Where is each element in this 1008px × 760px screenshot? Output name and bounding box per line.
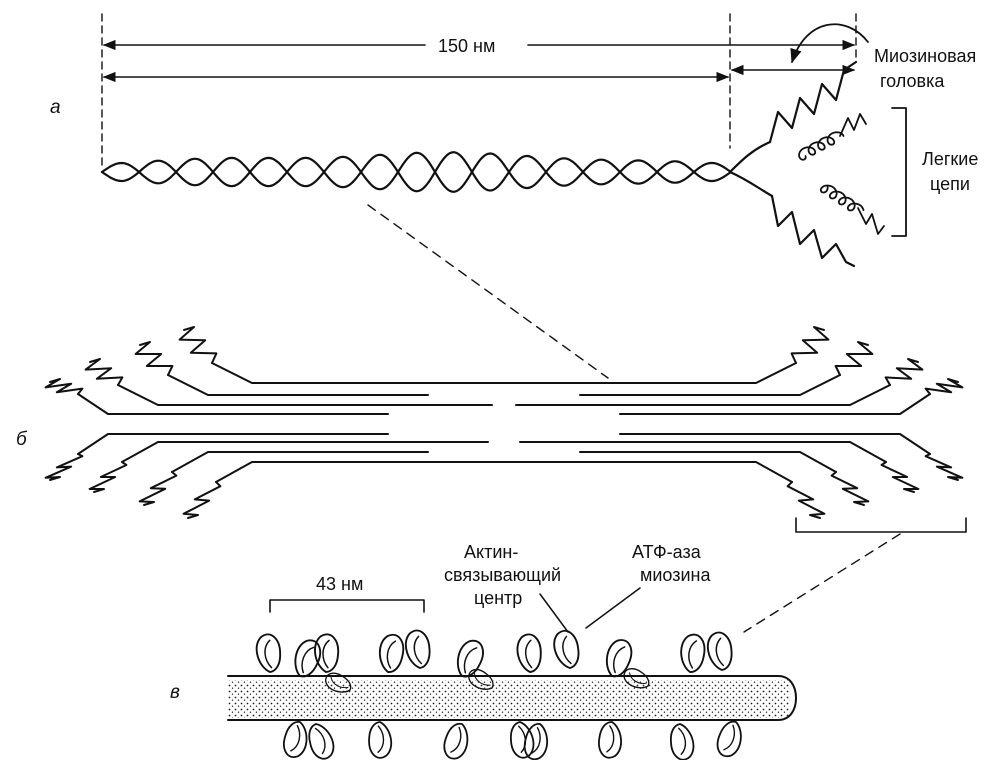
label-43nm: 43 нм — [316, 574, 363, 594]
light-chain-tail-upper — [839, 113, 867, 137]
myosin-head-bead — [680, 633, 706, 673]
myosin-head-bead — [669, 723, 695, 760]
zoom-connector-b-c — [743, 533, 901, 633]
myosin-head-bead — [598, 721, 622, 759]
filament-rod-0 — [461, 362, 797, 384]
filament-rod-13 — [121, 441, 489, 463]
label-light-chains-2: цепи — [930, 174, 970, 194]
label-light-chains-1: Легкие — [922, 149, 978, 169]
myosin-head-bead — [404, 629, 431, 669]
head-neck-upper — [728, 140, 772, 174]
zoom-connector-a-b — [367, 204, 609, 379]
myosin-head-bead — [706, 631, 733, 671]
filament-head-13 — [88, 461, 128, 493]
myosin-head-upper — [768, 60, 858, 144]
myosin-head-bead — [456, 639, 484, 678]
filament-head-12 — [44, 453, 84, 481]
filament-head-14 — [138, 471, 178, 506]
filament-rod-4 — [619, 433, 931, 455]
myosin-head-bead — [325, 672, 352, 693]
panel-b: б — [16, 326, 967, 633]
filament-rod-9 — [167, 374, 429, 396]
filament-head-9 — [134, 341, 174, 376]
myosin-heads — [255, 629, 742, 760]
myosin-head-bead — [716, 720, 742, 758]
filament-head-11 — [44, 378, 84, 395]
myosin-head-bead — [308, 723, 335, 760]
filament-rod-12 — [77, 433, 389, 455]
myosin-head-lower — [770, 194, 856, 268]
myosin-head-bead — [468, 668, 494, 690]
label-atpase-2: миозина — [640, 565, 711, 585]
filament-head-8 — [178, 326, 218, 364]
myosin-head-bead — [255, 633, 282, 673]
label-atpase-1: АТФ-аза — [632, 542, 702, 562]
label-actin-binding-3: центр — [474, 588, 522, 608]
thick-filament — [44, 326, 964, 519]
myosin-head-bead — [523, 723, 549, 760]
light-chain-tail-lower — [857, 207, 885, 235]
filament-shaft-outline — [227, 675, 797, 721]
pointer-atpase — [585, 587, 641, 629]
filament-rod-7 — [461, 461, 793, 483]
filament-head-15 — [182, 481, 222, 519]
label-actin-binding-2: связывающий — [444, 565, 561, 585]
light-chains-bracket — [891, 107, 907, 237]
myosin-head-bead — [605, 639, 633, 678]
filament-rod-10 — [117, 384, 493, 406]
filament-rod-2 — [515, 384, 891, 406]
filament-head-5 — [880, 461, 920, 493]
myosin-head-bead — [283, 720, 308, 758]
panel-label-b: б — [16, 429, 28, 450]
filament-head-2 — [884, 358, 924, 386]
filament-rod-11 — [77, 393, 389, 415]
myosin-head-bead — [553, 629, 580, 669]
myosin-head-bead — [378, 633, 405, 673]
filament-head-4 — [924, 453, 964, 481]
filament-head-0 — [790, 326, 830, 364]
label-myosin-head-1: Миозиновая — [874, 46, 976, 66]
myosin-head-pointer — [790, 23, 869, 64]
light-chain-coil-upper — [798, 131, 845, 161]
label-myosin-head-2: головка — [880, 71, 945, 91]
label-actin-binding-1: Актин- — [464, 542, 518, 562]
filament-head-1 — [834, 341, 874, 376]
myosin-head-bead — [314, 633, 340, 673]
filament-head-6 — [830, 471, 870, 506]
filament-shaft-texture — [228, 680, 790, 718]
filament-head-7 — [786, 481, 826, 519]
panel-c: в 43 нм Актин- связывающий центр АТФ-аза… — [170, 542, 797, 760]
filament-rod-14 — [171, 451, 429, 473]
filament-rod-1 — [579, 374, 841, 396]
myosin-head-bead — [294, 639, 321, 678]
myosin-head-bead — [443, 722, 469, 760]
coiled-coil-strand-2 — [100, 151, 732, 193]
filament-rod-6 — [579, 451, 837, 473]
filament-rod-5 — [519, 441, 887, 463]
myosin-head-bead — [368, 721, 393, 759]
myosin-head-bead — [623, 668, 650, 689]
panel-label-c: в — [170, 682, 180, 703]
filament-rod-15 — [215, 461, 547, 483]
coiled-coil-strand-1 — [100, 151, 732, 193]
pointer-actin-binding — [539, 593, 569, 633]
panel-label-a: а — [50, 97, 61, 118]
filament-rod-3 — [619, 393, 931, 415]
filament-head-10 — [84, 358, 124, 386]
filament-head-3 — [924, 378, 964, 395]
heads-bracket — [795, 517, 967, 533]
label-150nm: 150 нм — [438, 36, 495, 56]
light-chain-coil-lower — [819, 184, 865, 212]
panel-a: а 150 нм Миозиновая головка Легкие це — [50, 13, 978, 379]
head-neck-lower — [728, 170, 774, 198]
myosin-head-bead — [516, 633, 542, 673]
filament-rod-8 — [211, 362, 547, 384]
dimension-43nm-bracket — [269, 599, 425, 613]
